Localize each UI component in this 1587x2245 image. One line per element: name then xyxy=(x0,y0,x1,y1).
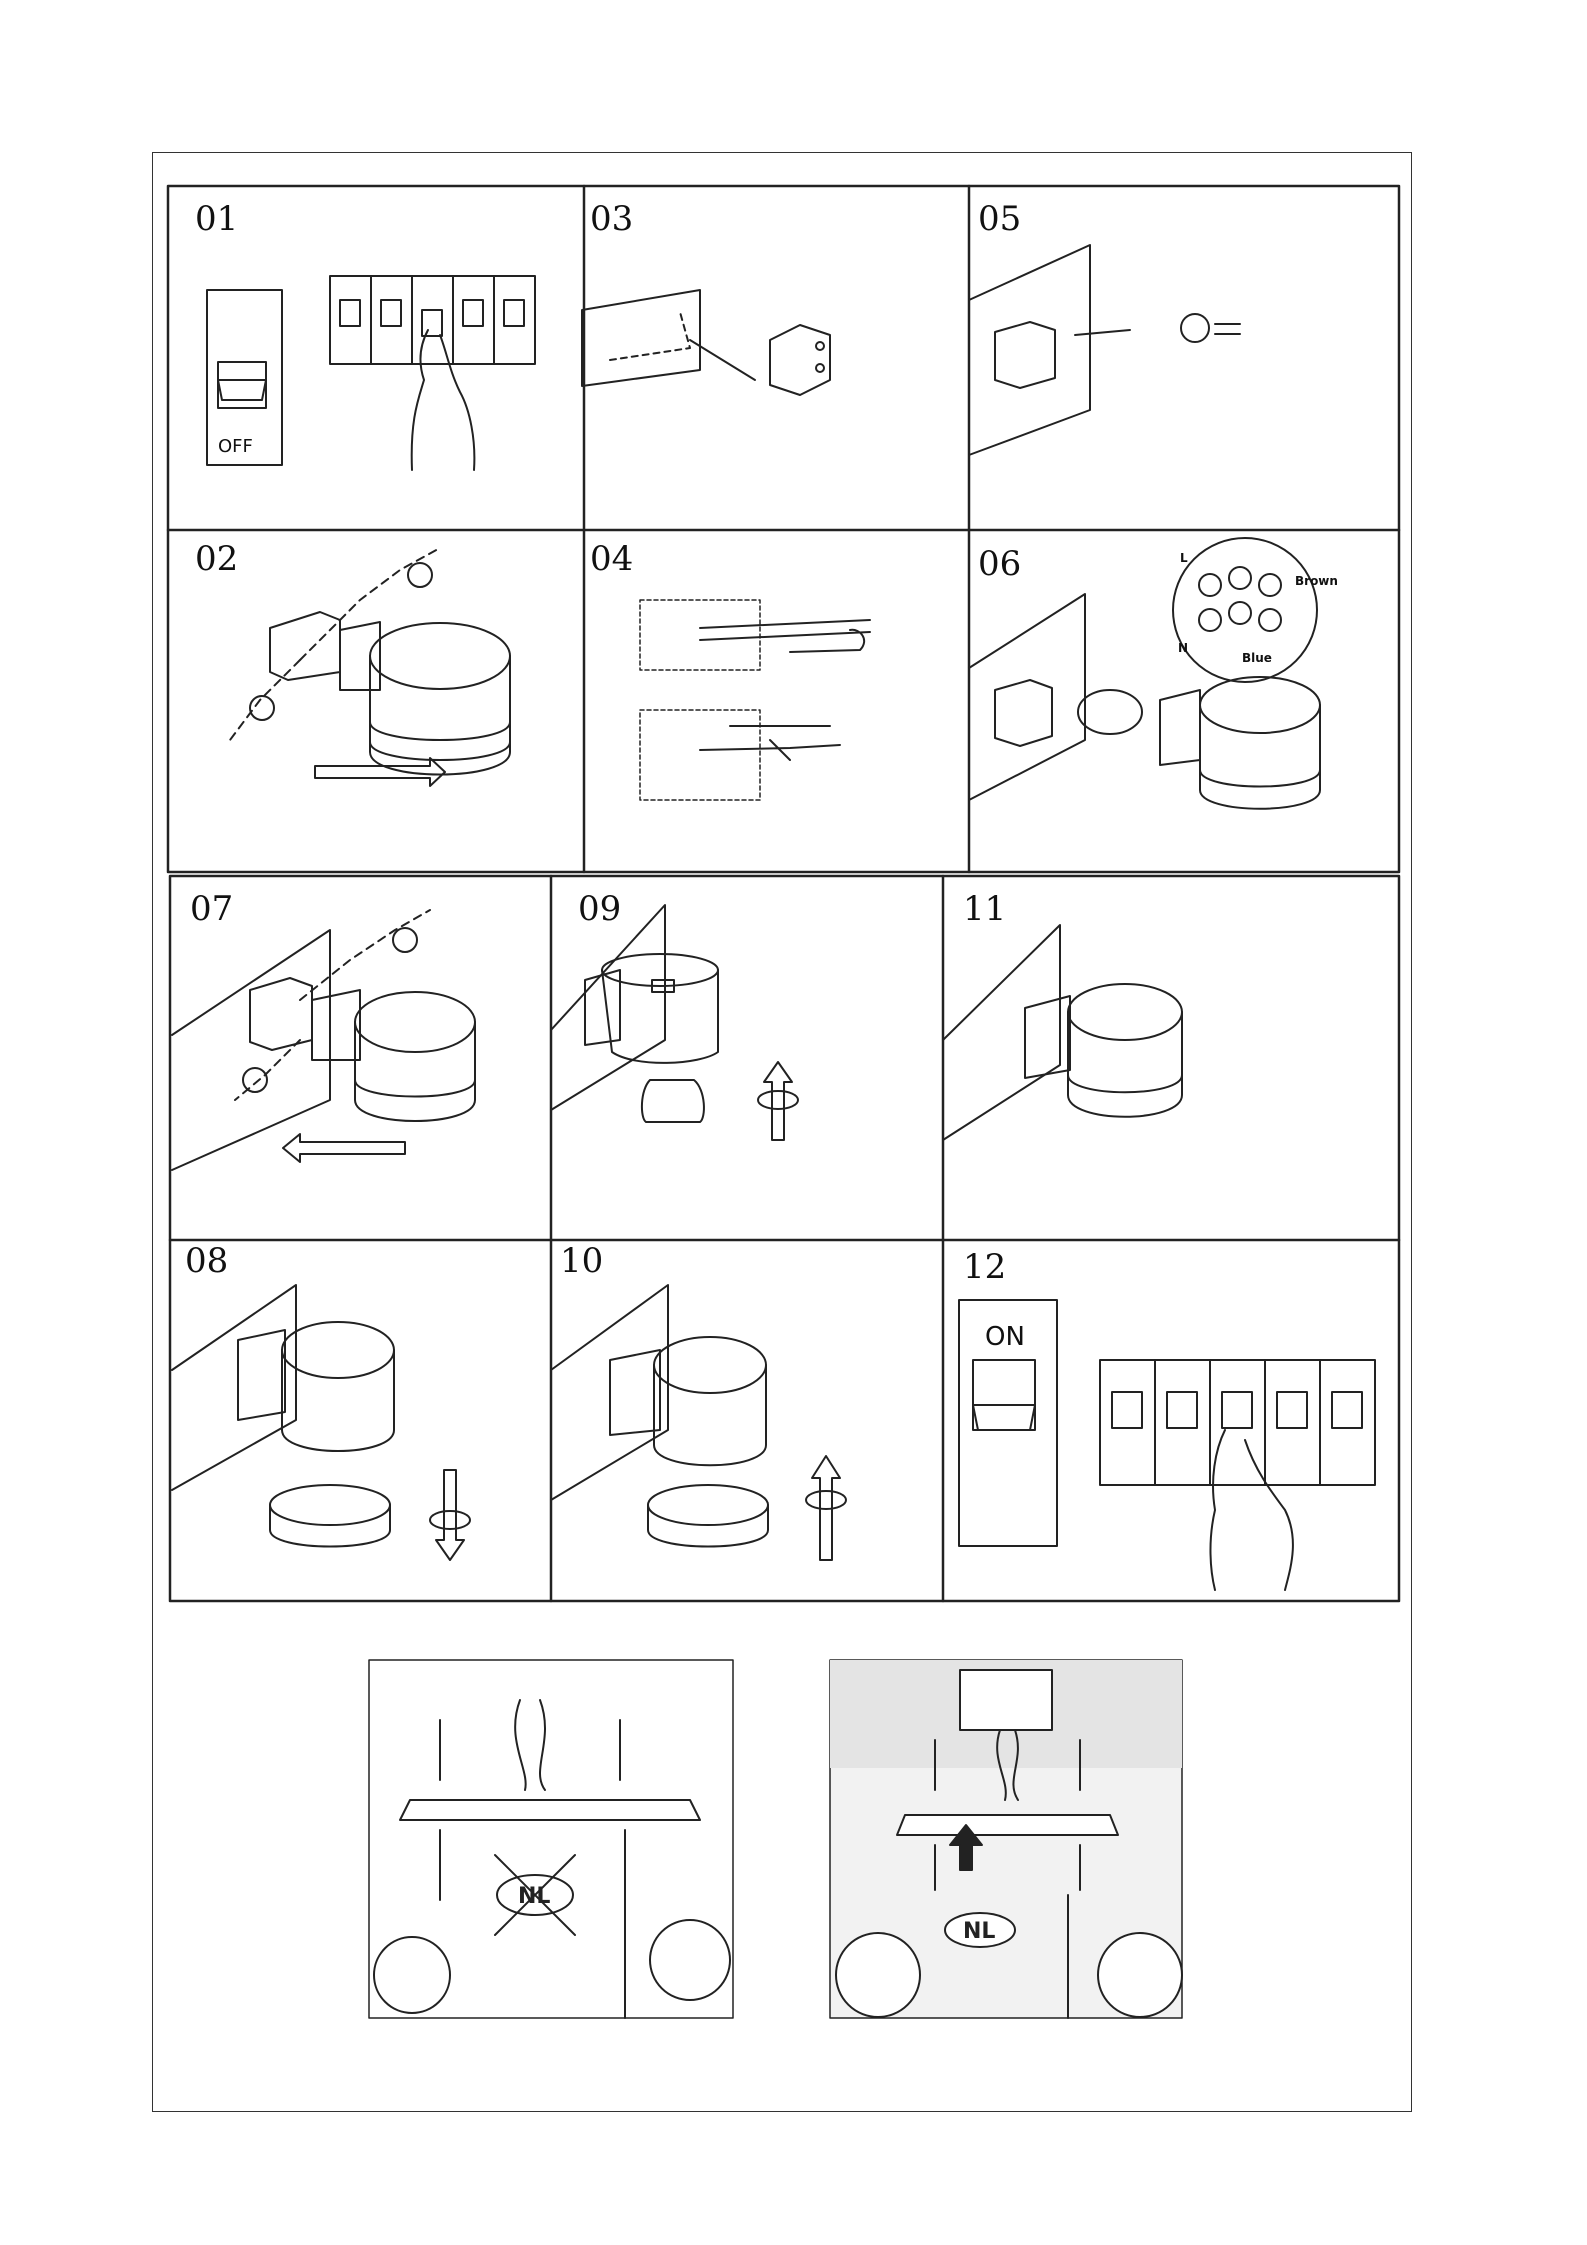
breaker-row-icon xyxy=(330,276,535,364)
wall-plug-icon xyxy=(700,740,840,760)
step-07-panel: 07 xyxy=(172,889,475,1170)
rotate-icon xyxy=(806,1491,846,1509)
wall-icon xyxy=(172,930,330,1170)
step-10-panel: 10 xyxy=(551,1241,846,1560)
drill-bit-icon xyxy=(700,620,870,640)
lamp-ring-icon xyxy=(648,1485,768,1525)
wall-plate-icon xyxy=(582,290,700,386)
arrow-left-icon xyxy=(283,1134,405,1162)
wire-l-label: L xyxy=(1180,551,1188,565)
cross-icon xyxy=(495,1855,575,1935)
arrow-right-icon xyxy=(315,758,445,786)
arrow-down-icon xyxy=(436,1470,464,1560)
step-08-panel: 08 xyxy=(172,1241,470,1560)
step-12-panel: 12 ON xyxy=(959,1247,1375,1590)
step-05-number: 05 xyxy=(978,199,1021,239)
step-11-panel: 11 xyxy=(943,889,1182,1140)
nl-badge-right: NL xyxy=(963,1919,995,1944)
step-09-panel: 09 xyxy=(551,889,798,1140)
wall-icon xyxy=(969,245,1090,455)
wires-icon xyxy=(515,1700,545,1790)
lower-grid xyxy=(170,876,1399,1601)
junction-box-icon xyxy=(995,680,1052,746)
junction-box-icon xyxy=(250,978,312,1050)
lamp-top-icon xyxy=(1200,677,1320,733)
hand-icon xyxy=(412,330,475,470)
light-bulb-icon xyxy=(642,1080,704,1122)
breaker-row-icon xyxy=(1100,1360,1375,1485)
bottom-left-figure: NL xyxy=(369,1660,733,2018)
step-09-number: 09 xyxy=(578,889,621,929)
step-03-number: 03 xyxy=(590,199,633,239)
drill-detail-icon xyxy=(836,1933,920,2017)
wall-icon xyxy=(969,594,1085,800)
step-02-panel: 02 xyxy=(195,539,510,786)
junction-box-icon xyxy=(270,612,340,680)
lamp-top-icon xyxy=(1068,984,1182,1040)
lamp-top-icon xyxy=(282,1322,394,1378)
step-10-number: 10 xyxy=(560,1241,603,1281)
arrow-up-icon xyxy=(764,1062,792,1140)
switch-on-label: ON xyxy=(985,1322,1025,1352)
wall-plug-icon xyxy=(440,1720,620,1780)
mounting-bracket-icon xyxy=(400,1800,700,1820)
step-08-number: 08 xyxy=(185,1241,228,1281)
connector-icon xyxy=(300,548,440,660)
screwdriver-detail-icon xyxy=(1098,1933,1182,2017)
step-12-number: 12 xyxy=(963,1247,1006,1287)
rotate-icon xyxy=(758,1091,798,1109)
wire-brown-label: Brown xyxy=(1295,574,1338,588)
hand-icon xyxy=(1210,1430,1292,1590)
lamp-top-icon xyxy=(654,1337,766,1393)
rotate-icon xyxy=(430,1511,470,1529)
drill-detail-icon xyxy=(374,1937,450,2013)
upper-grid xyxy=(168,186,1399,872)
step-03-panel: 03 xyxy=(582,199,830,395)
wire-n-label: N xyxy=(1178,641,1188,655)
step-01-panel: 01 OFF xyxy=(195,199,535,470)
lamp-top-icon xyxy=(355,992,475,1052)
junction-box-icon xyxy=(995,322,1055,388)
lamp-top-icon xyxy=(370,623,510,689)
step-11-number: 11 xyxy=(963,889,1006,929)
step-06-panel: 06 L Brown N Blue xyxy=(969,538,1338,809)
step-04-number: 04 xyxy=(590,539,633,579)
step-04-panel: 04 xyxy=(590,539,870,800)
bottom-right-figure: NL xyxy=(830,1660,1182,2018)
switch-off-label: OFF xyxy=(218,436,253,457)
rotate-icon xyxy=(1181,314,1209,342)
screwdriver-detail-icon xyxy=(650,1920,730,2000)
mounting-bracket-icon xyxy=(897,1815,1118,1835)
wall-icon xyxy=(551,905,665,1110)
wall-icon xyxy=(943,925,1060,1140)
step-02-number: 02 xyxy=(195,539,238,579)
wall-texture-icon xyxy=(640,600,760,800)
marking-line-icon xyxy=(610,312,690,360)
step-07-number: 07 xyxy=(190,889,233,929)
junction-box-icon xyxy=(770,325,830,395)
connector-icon xyxy=(300,910,430,1000)
step-05-panel: 05 xyxy=(969,199,1240,455)
step-06-number: 06 xyxy=(978,544,1021,584)
step-01-number: 01 xyxy=(195,199,238,239)
screw-icon xyxy=(1075,330,1130,335)
connector-zoom-icon xyxy=(1078,690,1142,734)
wall-icon xyxy=(172,1285,296,1490)
junction-box-icon xyxy=(960,1670,1052,1730)
wire-blue-label: Blue xyxy=(1242,651,1272,665)
lamp-ring-icon xyxy=(270,1485,390,1525)
